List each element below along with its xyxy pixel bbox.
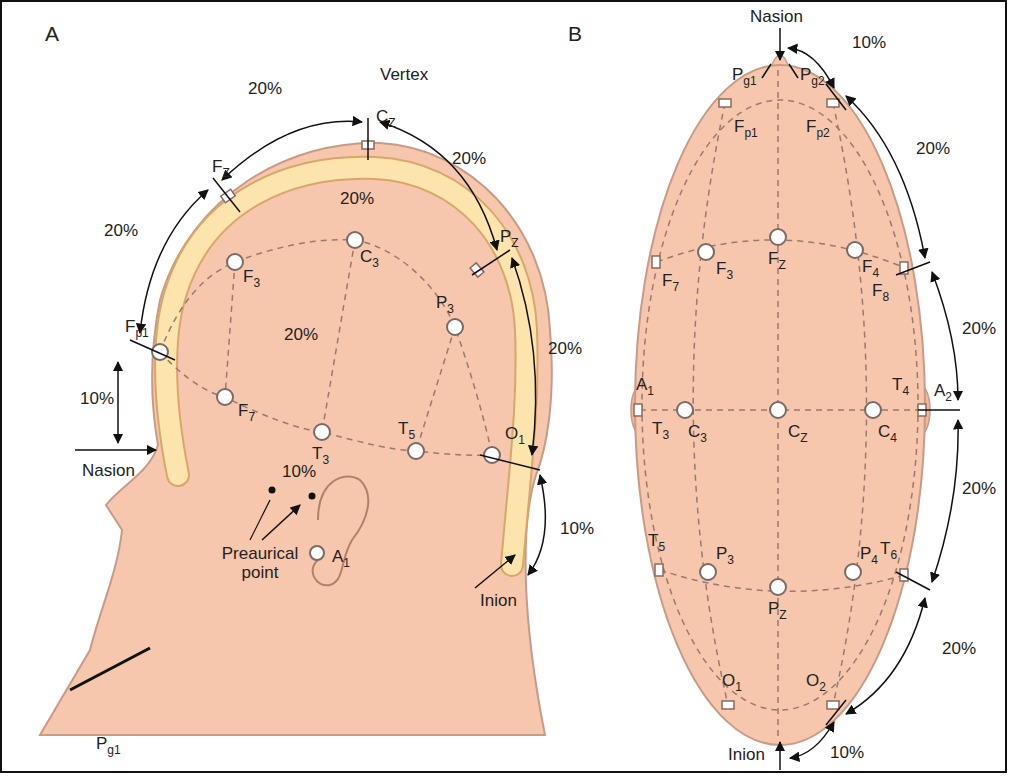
panel-letter: B [568,22,582,45]
percent-label: 20% [548,340,582,359]
percent-label: 10% [852,34,886,53]
landmark-label: Inion [480,592,517,611]
percent-label: 20% [340,190,374,209]
electrode-label: T3 [312,445,329,464]
electrode-label: T3 [652,420,669,439]
percent-label: 10% [560,520,594,539]
electrode-label: FZ [212,158,230,177]
percent-label: 20% [962,480,996,499]
percent-label: 20% [962,320,996,339]
electrode-label: P3 [436,294,454,313]
electrode-label: PZ [500,228,519,247]
head-top-view [631,55,930,745]
percent-label: 20% [284,326,318,345]
electrode-label: F3 [716,260,733,279]
electrode-label: CZ [376,108,396,127]
electrode-label: A1 [332,548,350,567]
measurement-arcs [780,28,960,770]
electrode-label: Pg1 [96,735,121,754]
electrode-label: P3 [716,545,734,564]
head-profile [40,141,552,735]
electrode-label: O2 [806,672,826,691]
electrode-label: T4 [892,376,909,395]
electrode-label: Fp1 [734,118,758,137]
electrode-label: F4 [862,258,879,277]
electrode-label: P4 [860,545,878,564]
electrode-label: F7 [238,402,255,421]
electrode-label: A1 [636,376,654,395]
landmark-label: Nasion [750,8,803,27]
percent-label: 10% [282,463,316,482]
landmark-label: Nasion [82,462,135,481]
percent-label: 20% [916,140,950,159]
electrode-label: T5 [648,532,665,551]
electrode-label: F3 [243,268,260,287]
electrode-label: Fp2 [806,118,830,137]
percent-label: 20% [248,80,282,99]
electrode-label: T6 [880,540,897,559]
measurement-arcs [75,118,545,588]
electrode-label: O1 [505,425,525,444]
landmark-label: Inion [728,746,765,765]
electrode-label: A2 [934,382,952,401]
landmark-label: Preaurical point [210,545,310,582]
electrode-label: PZ [768,600,787,619]
electrode-label: CZ [788,423,808,442]
percent-label: 10% [80,390,114,409]
electrode-label: C3 [688,423,707,442]
electrode-label: F8 [872,282,889,301]
electrode-label: T5 [398,420,415,439]
percent-label: 10% [830,744,864,763]
percent-label: 20% [452,150,486,169]
electrode-label: Pg1 [732,66,757,85]
electrode-label: Fp1 [125,318,149,337]
frame [1,1,1006,772]
electrode-label: F7 [662,272,679,291]
electrode-label: C3 [360,248,379,267]
percent-label: 20% [942,640,976,659]
panel-letter: A [45,22,59,45]
electrode-label: C4 [878,423,897,442]
landmark-label: Vertex [380,66,428,85]
electrode-label: FZ [768,250,786,269]
electrode-label: O1 [722,672,742,691]
electrode-label: Pg2 [800,66,825,85]
percent-label: 20% [104,222,138,241]
